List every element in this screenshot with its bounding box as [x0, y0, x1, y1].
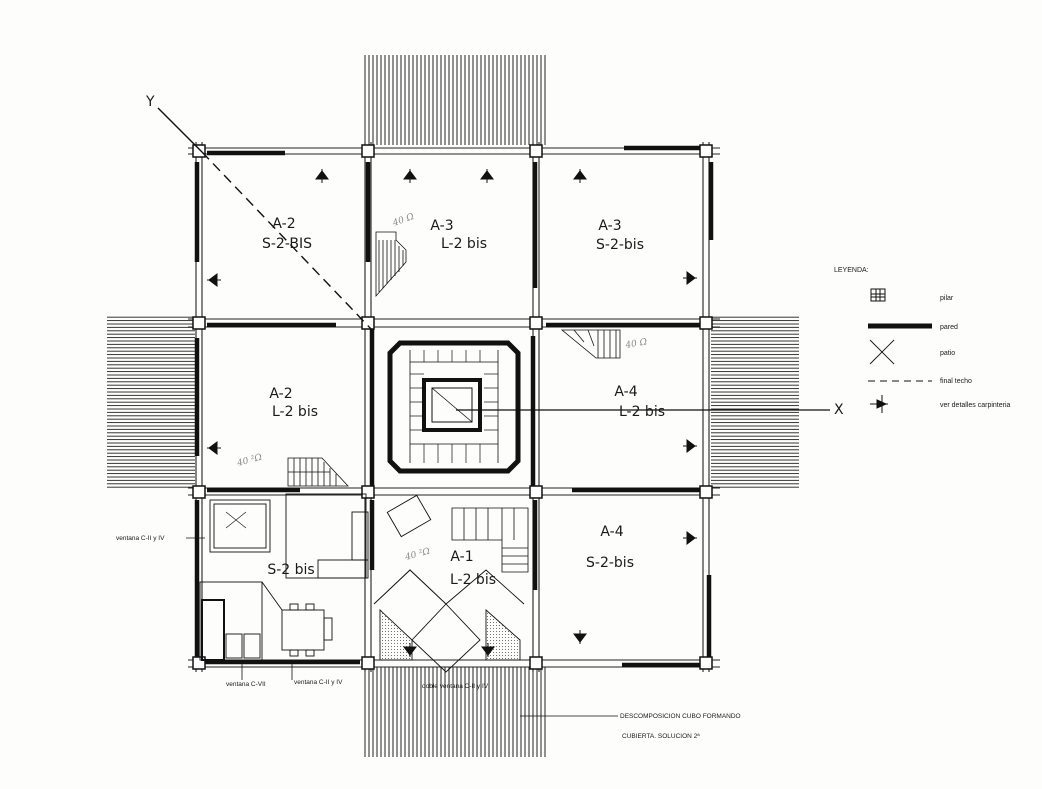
- ventana-cvii-label: ventana C-VII: [226, 681, 266, 688]
- terrace-top: [362, 55, 547, 145]
- ventana-bottom-label: ventana C-II y IV: [294, 679, 343, 686]
- terrace-right: [711, 316, 799, 488]
- walls: [194, 145, 714, 668]
- room-2-type: L-2 bis: [441, 236, 487, 252]
- room-3-type: S-2-bis: [596, 237, 644, 253]
- legend-item-final-techo: final techo: [940, 378, 972, 385]
- carpinteria-markers: [207, 169, 697, 657]
- doble-ventana-label: doble ventana C-II y IV: [422, 683, 489, 690]
- pencil-note-1: 40 Ω: [391, 212, 416, 229]
- terrace-left: [107, 316, 195, 488]
- legend-item-pilar: pilar: [940, 295, 954, 302]
- legend-item-carpinteria: ver detalles carpinteria: [940, 402, 1011, 409]
- carpinteria-arrow-icon: [870, 395, 888, 413]
- ventana-left-label: ventana C-II y IV: [116, 535, 165, 542]
- room-1-type: S-2-BIS: [262, 236, 312, 252]
- room-4-code: A-2: [269, 386, 292, 402]
- patio-icon: [869, 339, 895, 365]
- room-6-type: S-2 bis: [267, 562, 314, 578]
- y-axis-line: [157, 107, 373, 331]
- room-1-code: A-2: [272, 216, 295, 232]
- pencil-note-4: 40 ²Ω: [403, 547, 432, 564]
- room-8-code: A-4: [600, 524, 623, 540]
- pillars: [192, 144, 713, 670]
- pencil-note-2: 40 Ω: [624, 337, 649, 351]
- room-8-type: S-2-bis: [586, 555, 634, 571]
- central-stair-core: [387, 340, 521, 474]
- room-5-code: A-4: [614, 384, 637, 400]
- footnote-line-1: DESCOMPOSICION CUBO FORMANDO: [620, 713, 741, 720]
- room-7-type: L-2 bis: [450, 572, 496, 588]
- room-2-code: A-3: [430, 218, 453, 234]
- legend-title: LEYENDA:: [834, 267, 869, 274]
- legend-item-patio: patio: [940, 350, 955, 357]
- stairs: [287, 231, 621, 573]
- pencil-note-3: 40 ²Ω: [235, 453, 264, 470]
- room-4-type: L-2 bis: [272, 404, 318, 420]
- legend: LEYENDA: pilar pared patio final techo v…: [834, 267, 1011, 413]
- room-7-code: A-1: [450, 549, 473, 565]
- legend-item-pared: pared: [940, 324, 958, 331]
- room-5-type: L-2 bis: [619, 404, 665, 420]
- room-3-code: A-3: [598, 218, 621, 234]
- y-axis-label: Y: [145, 94, 155, 110]
- footnote-line-2: CUBIERTA. SOLUCION 2ª: [622, 733, 700, 740]
- terrace-bottom: [362, 667, 547, 757]
- pilar-icon: [870, 288, 886, 302]
- x-axis-label: X: [834, 402, 844, 418]
